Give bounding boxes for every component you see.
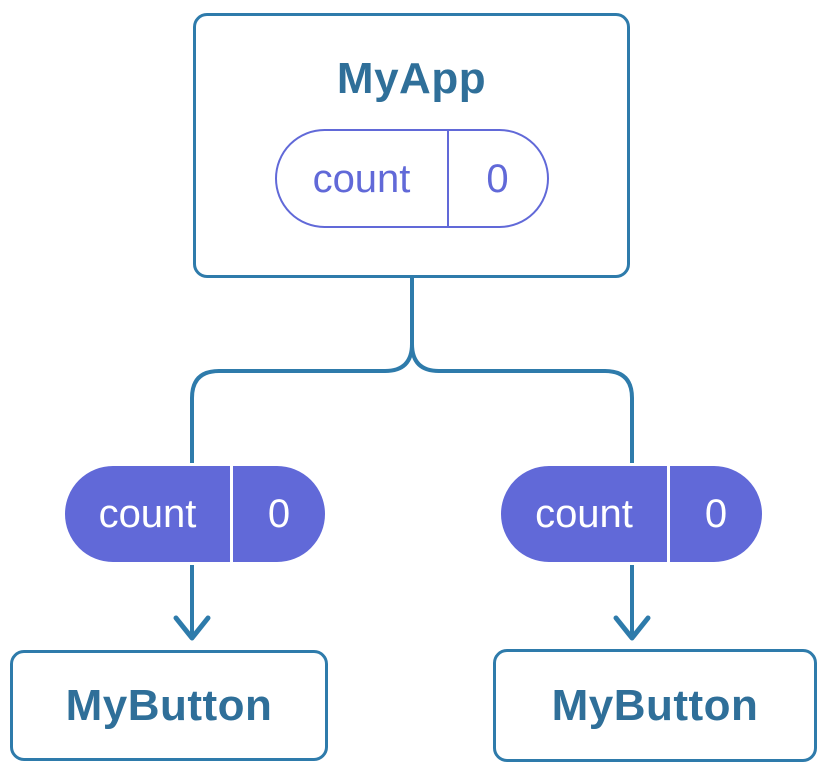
prop-pill-right-value: 0: [704, 492, 728, 536]
prop-pill-left: count 0: [62, 463, 328, 565]
state-pill-label: count: [277, 131, 449, 226]
prop-pill-left-label: count: [65, 466, 233, 562]
mybutton-card-left: MyButton: [10, 650, 328, 761]
state-pill: count 0: [274, 129, 549, 228]
prop-pill-right-label: count: [501, 466, 670, 562]
prop-pill-left-value: 0: [267, 492, 291, 536]
mybutton-left-title: MyButton: [65, 680, 273, 730]
myapp-title: MyApp: [336, 54, 487, 103]
down-arrow-right-icon: [613, 615, 651, 641]
down-arrow-left-icon: [173, 615, 211, 641]
mybutton-card-right: MyButton: [493, 649, 817, 762]
myapp-card: MyApp count 0: [193, 13, 630, 278]
state-pill-value: 0: [486, 156, 509, 201]
branch-left-line: [190, 278, 414, 634]
branch-right-line: [410, 278, 634, 634]
prop-pill-right: count 0: [498, 463, 765, 565]
mybutton-right-title: MyButton: [551, 680, 759, 730]
